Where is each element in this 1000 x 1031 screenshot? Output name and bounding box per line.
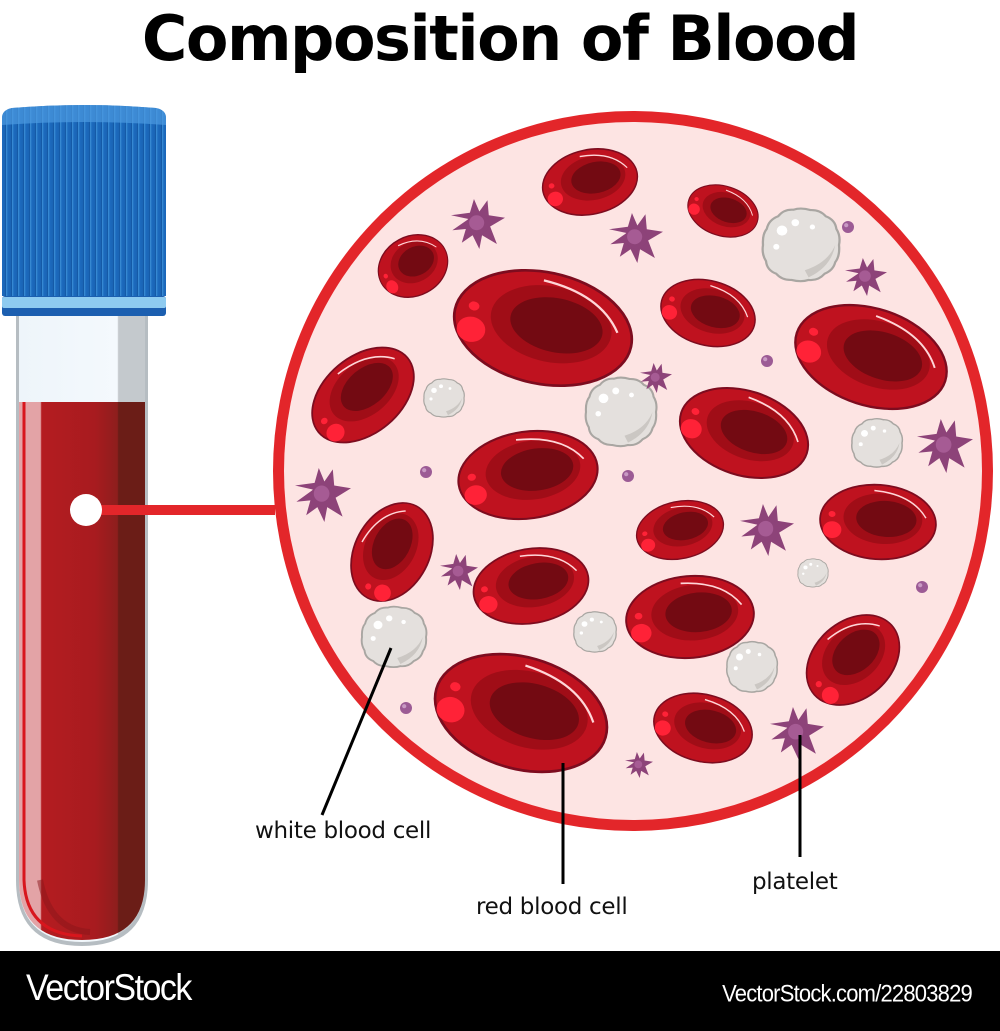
page-title: Composition of Blood bbox=[141, 2, 860, 75]
tube-cap bbox=[2, 105, 166, 316]
test-tube bbox=[16, 310, 148, 946]
watermark-footer: VectorStock VectorStock.com/22803829 bbox=[0, 951, 1000, 1031]
brand-logo: VectorStock bbox=[26, 967, 192, 1009]
blood-diagram bbox=[2, 105, 993, 946]
label-white-blood-cell: white blood cell bbox=[255, 818, 432, 844]
magnified-view bbox=[273, 111, 993, 831]
label-platelet: platelet bbox=[752, 869, 838, 895]
sample-point-marker bbox=[70, 494, 102, 526]
stock-id-link: VectorStock.com/22803829 bbox=[722, 979, 973, 1008]
label-red-blood-cell: red blood cell bbox=[476, 894, 628, 920]
white-blood-cell-pointer bbox=[320, 647, 393, 816]
